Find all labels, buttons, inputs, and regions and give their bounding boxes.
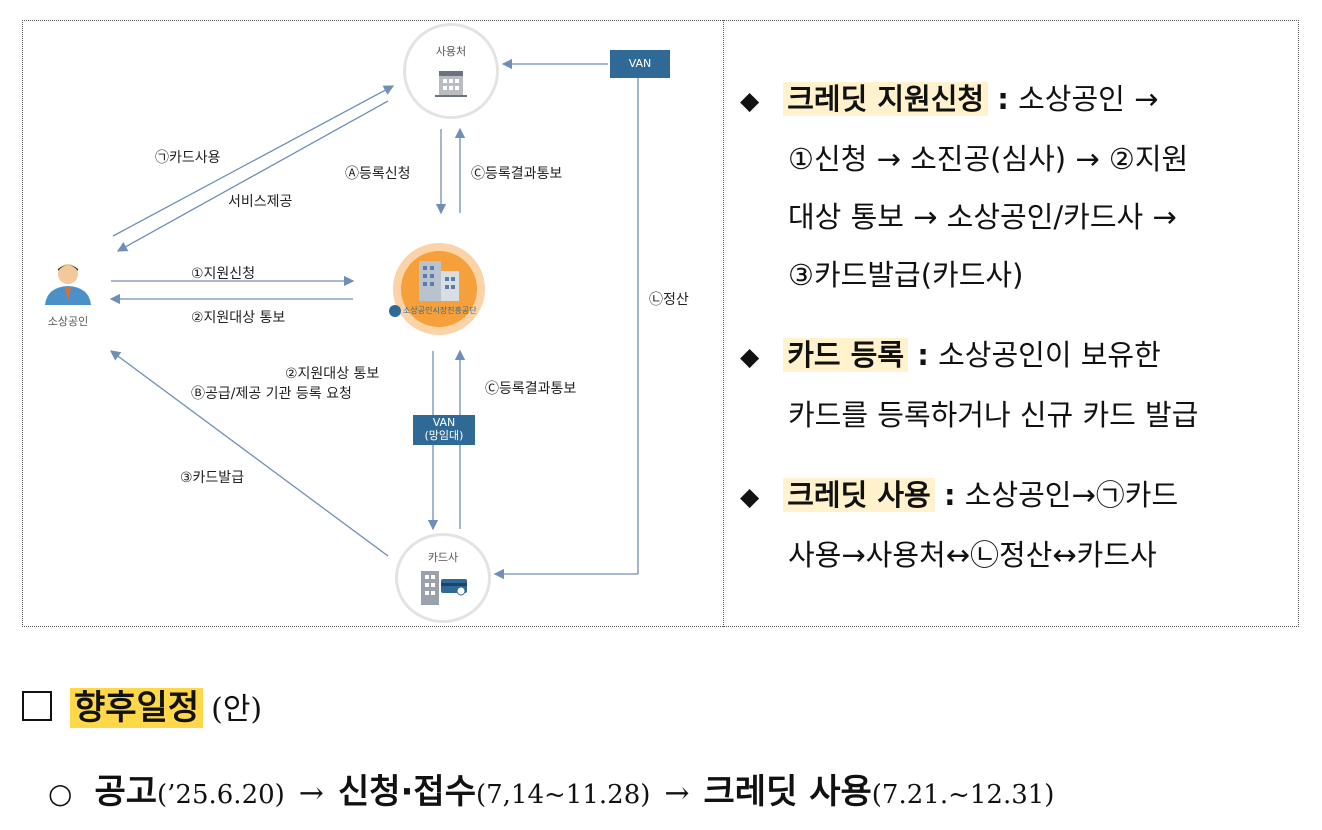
card-company-node xyxy=(395,533,491,623)
arrow-card-issue xyxy=(109,350,389,557)
schedule-step-3-date: (7.21.~12.31) xyxy=(871,780,1055,810)
van-middle-line1: VAN xyxy=(432,416,456,429)
schedule-line: ○ 공고(’25.6.20) → 신청·접수(7,14~11.28) → 크레딧 사용(7… xyxy=(48,764,1054,813)
merchant-label: 사용처 xyxy=(435,45,467,58)
bullet-3-title: 크레딧 사용 xyxy=(783,478,935,512)
diamond-icon: ◆ xyxy=(740,482,760,511)
bullet-2-title: 카드 등록 xyxy=(783,338,909,372)
explanation-panel: ◆ 크레딧 지원신청 : 소상공인 → ①신청 → 소진공(심사) → ②지원 … xyxy=(740,70,1285,606)
arrow-service xyxy=(116,100,389,252)
label-supply-request: Ⓑ공급/제공 기관 등록 요청 xyxy=(191,386,352,402)
diagram-frame xyxy=(22,20,1299,627)
card-building-icon xyxy=(421,571,467,605)
label-settle: ㉡정산 xyxy=(649,292,689,308)
van-box-middle: VAN (망임대) xyxy=(413,415,475,445)
arrow-card-use xyxy=(112,85,395,237)
bullet-1-first-line: ◆ 크레딧 지원신청 : 소상공인 → xyxy=(740,70,1285,130)
bullet-3-line-1: 소상공인→㉠카드 xyxy=(964,478,1179,512)
label-reg-result-top: Ⓒ등록결과통보 xyxy=(471,166,563,182)
label-card-use: ㉠카드사용 xyxy=(155,150,221,166)
section-paren: (안) xyxy=(211,692,263,727)
bullet-3-first-line: ◆ 크레딧 사용 : 소상공인→㉠카드 xyxy=(740,466,1285,526)
label-notify: ②지원대상 통보 xyxy=(191,310,286,326)
arrow-icon: → xyxy=(664,776,690,811)
bullet-1-line-1: 소상공인 → xyxy=(1018,82,1159,116)
bullet-2-line-2: 카드를 등록하거나 신규 카드 발급 xyxy=(788,398,1199,432)
schedule-step-3: 크레딧 사용 xyxy=(703,772,872,812)
bullet-1-title: 크레딧 지원신청 xyxy=(783,82,989,116)
label-service: 서비스제공 xyxy=(228,194,293,210)
owner-label: 소상공인 xyxy=(47,315,89,328)
schedule-step-2: 신청·접수 xyxy=(337,772,476,812)
agency-logo-mark xyxy=(389,305,401,317)
card-company-label: 카드사 xyxy=(427,551,459,564)
section-title: 향후일정 xyxy=(70,688,204,728)
diagram-arrows xyxy=(109,58,639,580)
schedule-step-2-date: (7,14~11.28) xyxy=(475,780,651,810)
bullet-2-colon: : xyxy=(917,338,929,372)
office-tower-icon xyxy=(419,261,459,301)
building-icon xyxy=(435,71,467,97)
bullet-1-colon: : xyxy=(997,82,1009,116)
label-apply: ①지원신청 xyxy=(191,266,256,282)
schedule-step-1: 공고 xyxy=(94,772,157,812)
person-icon xyxy=(45,264,91,305)
van-middle-line2: (망임대) xyxy=(424,429,464,442)
frame-divider xyxy=(723,20,724,627)
bullet-1-line-4: ③카드발급(카드사) xyxy=(788,258,1024,292)
label-card-issue: ③카드발급 xyxy=(180,470,245,486)
bullet-credit-application: ◆ 크레딧 지원신청 : 소상공인 → ①신청 → 소진공(심사) → ②지원 … xyxy=(740,70,1285,304)
process-diagram: 사용처 VAN 소상공인 소상공인시장진흥공단 VAN (망임대) 카드사 xyxy=(23,21,723,626)
bullet-1-line-3: 대상 통보 → 소상공인/카드사 → xyxy=(788,200,1177,234)
section-heading: 향후일정(안) xyxy=(22,680,262,729)
van-box-top: VAN xyxy=(610,50,670,78)
bullet-2-first-line: ◆ 카드 등록 : 소상공인이 보유한 xyxy=(740,326,1285,386)
circle-bullet-icon: ○ xyxy=(48,777,73,810)
bullet-2-line-1: 소상공인이 보유한 xyxy=(938,338,1161,372)
arrow-icon: → xyxy=(298,776,324,811)
bullet-3-colon: : xyxy=(943,478,956,512)
agency-logo-text: 소상공인시장진흥공단 xyxy=(403,306,477,315)
bullet-credit-use: ◆ 크레딧 사용 : 소상공인→㉠카드 사용→사용처↔㉡정산↔카드사 xyxy=(740,466,1285,584)
label-reg-request: Ⓐ등록신청 xyxy=(345,166,411,182)
checkbox-square-icon xyxy=(22,691,52,721)
diamond-icon: ◆ xyxy=(740,342,760,371)
bullet-card-registration: ◆ 카드 등록 : 소상공인이 보유한 카드를 등록하거나 신규 카드 발급 xyxy=(740,326,1285,444)
label-reg-result-bottom: Ⓒ등록결과통보 xyxy=(485,381,577,397)
diamond-icon: ◆ xyxy=(740,86,760,115)
schedule-step-1-date: (’25.6.20) xyxy=(157,780,285,810)
bullet-3-line-2: 사용→사용처↔㉡정산↔카드사 xyxy=(788,538,1157,572)
bullet-1-line-2: ①신청 → 소진공(심사) → ②지원 xyxy=(788,142,1189,176)
label-notify2: ②지원대상 통보 xyxy=(285,366,380,382)
